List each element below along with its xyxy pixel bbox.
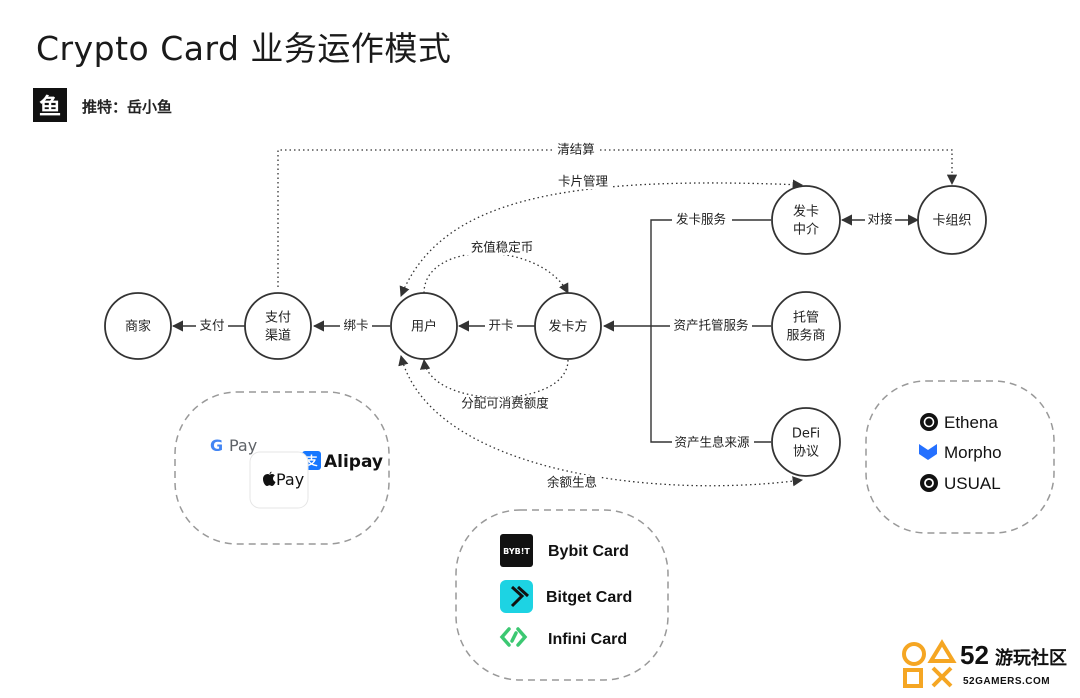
svg-text:游玩社区: 游玩社区: [995, 647, 1067, 668]
label-yield-source: 资产生息来源: [674, 435, 750, 450]
apple-pay-logo: Pay: [249, 451, 309, 509]
cross-icon: [931, 666, 953, 688]
bitget-card-item: Bitget Card: [500, 580, 632, 613]
bybit-logo-icon: [500, 534, 533, 567]
label-pay: 支付: [199, 318, 224, 333]
label-card-management: 卡片管理: [558, 174, 609, 189]
svg-text:Ethena: Ethena: [944, 413, 998, 432]
svg-text:Pay: Pay: [276, 470, 304, 489]
google-pay-logo: G Pay: [210, 436, 257, 455]
node-intermediary: 发卡 中介: [771, 185, 841, 255]
edge-balance-yield: [398, 354, 804, 487]
label-allocate: 分配可消费额度: [461, 396, 549, 411]
svg-text:Bitget Card: Bitget Card: [546, 589, 632, 606]
svg-text:中介: 中介: [793, 223, 819, 238]
svg-text:DeFi: DeFi: [792, 427, 820, 442]
svg-text:Pay: Pay: [229, 436, 257, 455]
card-products-group: [455, 509, 669, 681]
edge-card-management: [399, 179, 804, 297]
morpho-icon: [919, 444, 937, 460]
node-custodian: 托管 服务商: [771, 291, 841, 361]
svg-text:BYB!T: BYB!T: [503, 547, 530, 556]
morpho-logo: Morpho: [919, 443, 1002, 462]
infini-card-item: Infini Card: [499, 627, 627, 648]
edge-topup: [423, 252, 569, 294]
label-custody: 资产托管服务: [673, 318, 748, 333]
svg-text:卡组织: 卡组织: [932, 214, 971, 229]
svg-text:服务商: 服务商: [786, 328, 825, 344]
svg-text:52GAMERS.COM: 52GAMERS.COM: [963, 676, 1050, 687]
bitget-logo-icon: [500, 580, 533, 613]
node-card-organization: 卡组织: [917, 185, 987, 255]
label-bind: 绑卡: [343, 318, 368, 333]
author-avatar: 鱼: [33, 88, 67, 122]
square-icon: [903, 668, 923, 688]
label-clearing: 清结算: [557, 142, 595, 157]
svg-text:发卡: 发卡: [793, 204, 819, 220]
svg-text:Alipay: Alipay: [324, 452, 383, 472]
svg-text:Infini Card: Infini Card: [548, 631, 627, 648]
circle-icon: [902, 642, 926, 666]
node-issuer: 发卡方: [534, 292, 602, 360]
svg-text:协议: 协议: [793, 445, 819, 460]
apple-icon: [263, 471, 276, 486]
usual-logo: USUAL: [920, 474, 1001, 493]
svg-text:Bybit Card: Bybit Card: [548, 543, 629, 560]
triangle-icon: [927, 639, 957, 663]
google-g-icon: G: [210, 436, 223, 455]
edge-allocate: [419, 358, 569, 399]
node-merchant: 商家: [104, 292, 172, 360]
svg-text:托管: 托管: [793, 311, 819, 326]
svg-text:渠道: 渠道: [265, 329, 291, 344]
usual-icon: [920, 474, 938, 492]
alipay-logo: 支 Alipay: [302, 451, 383, 472]
ethena-icon: [920, 413, 938, 431]
label-open: 开卡: [488, 318, 513, 333]
svg-text:商家: 商家: [125, 319, 151, 335]
ethena-logo: Ethena: [920, 413, 998, 432]
svg-text:发卡方: 发卡方: [548, 319, 587, 335]
page-title: Crypto Card 业务运作模式: [36, 29, 452, 68]
bybit-card-item: BYB!T Bybit Card: [500, 534, 629, 567]
infini-logo-icon: [499, 627, 528, 647]
svg-text:用户: 用户: [411, 319, 437, 335]
label-balance-yield: 余额生息: [547, 475, 597, 490]
svg-text:支付: 支付: [265, 311, 291, 326]
label-topup: 充值稳定币: [471, 240, 534, 255]
svg-text:Morpho: Morpho: [944, 443, 1002, 462]
svg-text:USUAL: USUAL: [944, 474, 1001, 493]
node-payment-channel: 支付 渠道: [244, 292, 312, 360]
label-issuing-service: 发卡服务: [676, 212, 726, 227]
edge-clearing: [277, 149, 958, 287]
svg-text:52: 52: [960, 640, 989, 670]
node-defi-protocol: DeFi 协议: [771, 407, 841, 477]
label-docking: 对接: [867, 212, 893, 227]
watermark-logo: 52 游玩社区 52GAMERS.COM: [902, 639, 1067, 688]
author-label: 推特：岳小鱼: [82, 98, 173, 116]
node-user: 用户: [390, 292, 458, 360]
